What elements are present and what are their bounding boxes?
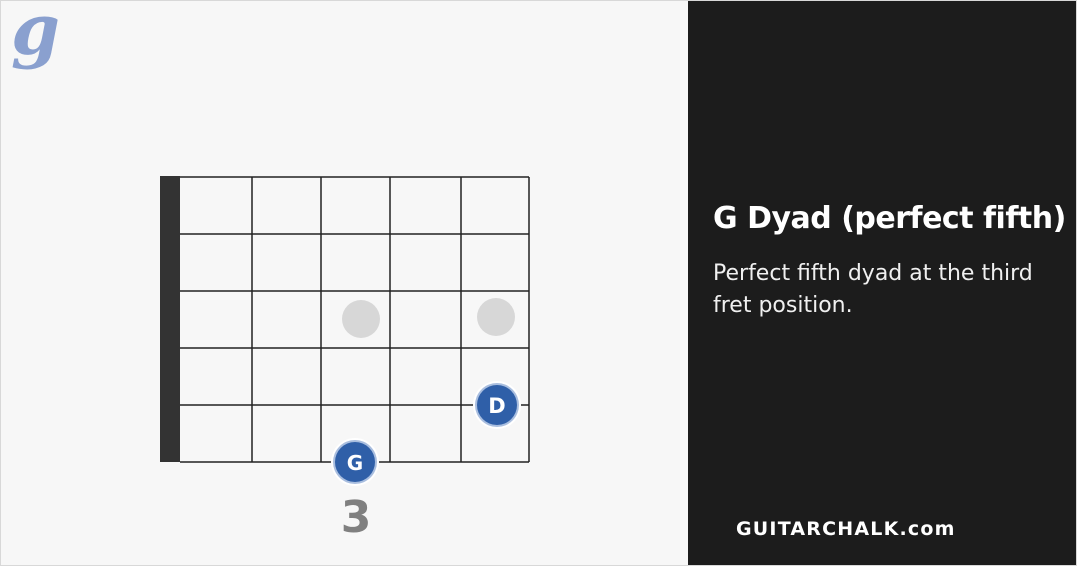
- chord-title: G Dyad (perfect fifth): [713, 201, 1066, 236]
- fretboard-diagram: D G 3: [160, 176, 530, 543]
- nut: [160, 176, 180, 462]
- fret-number-label: 3: [341, 492, 372, 543]
- brand-footer: GUITARCHALK.com: [736, 518, 956, 540]
- note-label-g: G: [347, 451, 363, 475]
- chord-description: Perfect fifth dyad at the third fret pos…: [713, 261, 1033, 318]
- note-label-d: D: [488, 394, 505, 418]
- note-marker-g: G: [331, 438, 379, 486]
- note-marker-d: D: [473, 381, 521, 429]
- ghost-dot: [342, 300, 380, 338]
- ghost-dot: [477, 298, 515, 336]
- guitarchalk-logo: g: [11, 0, 60, 71]
- chord-diagram-panel: g D: [1, 0, 687, 565]
- string-lines: [251, 177, 530, 462]
- info-panel: G Dyad (perfect fifth) Perfect fifth dya…: [688, 1, 1076, 565]
